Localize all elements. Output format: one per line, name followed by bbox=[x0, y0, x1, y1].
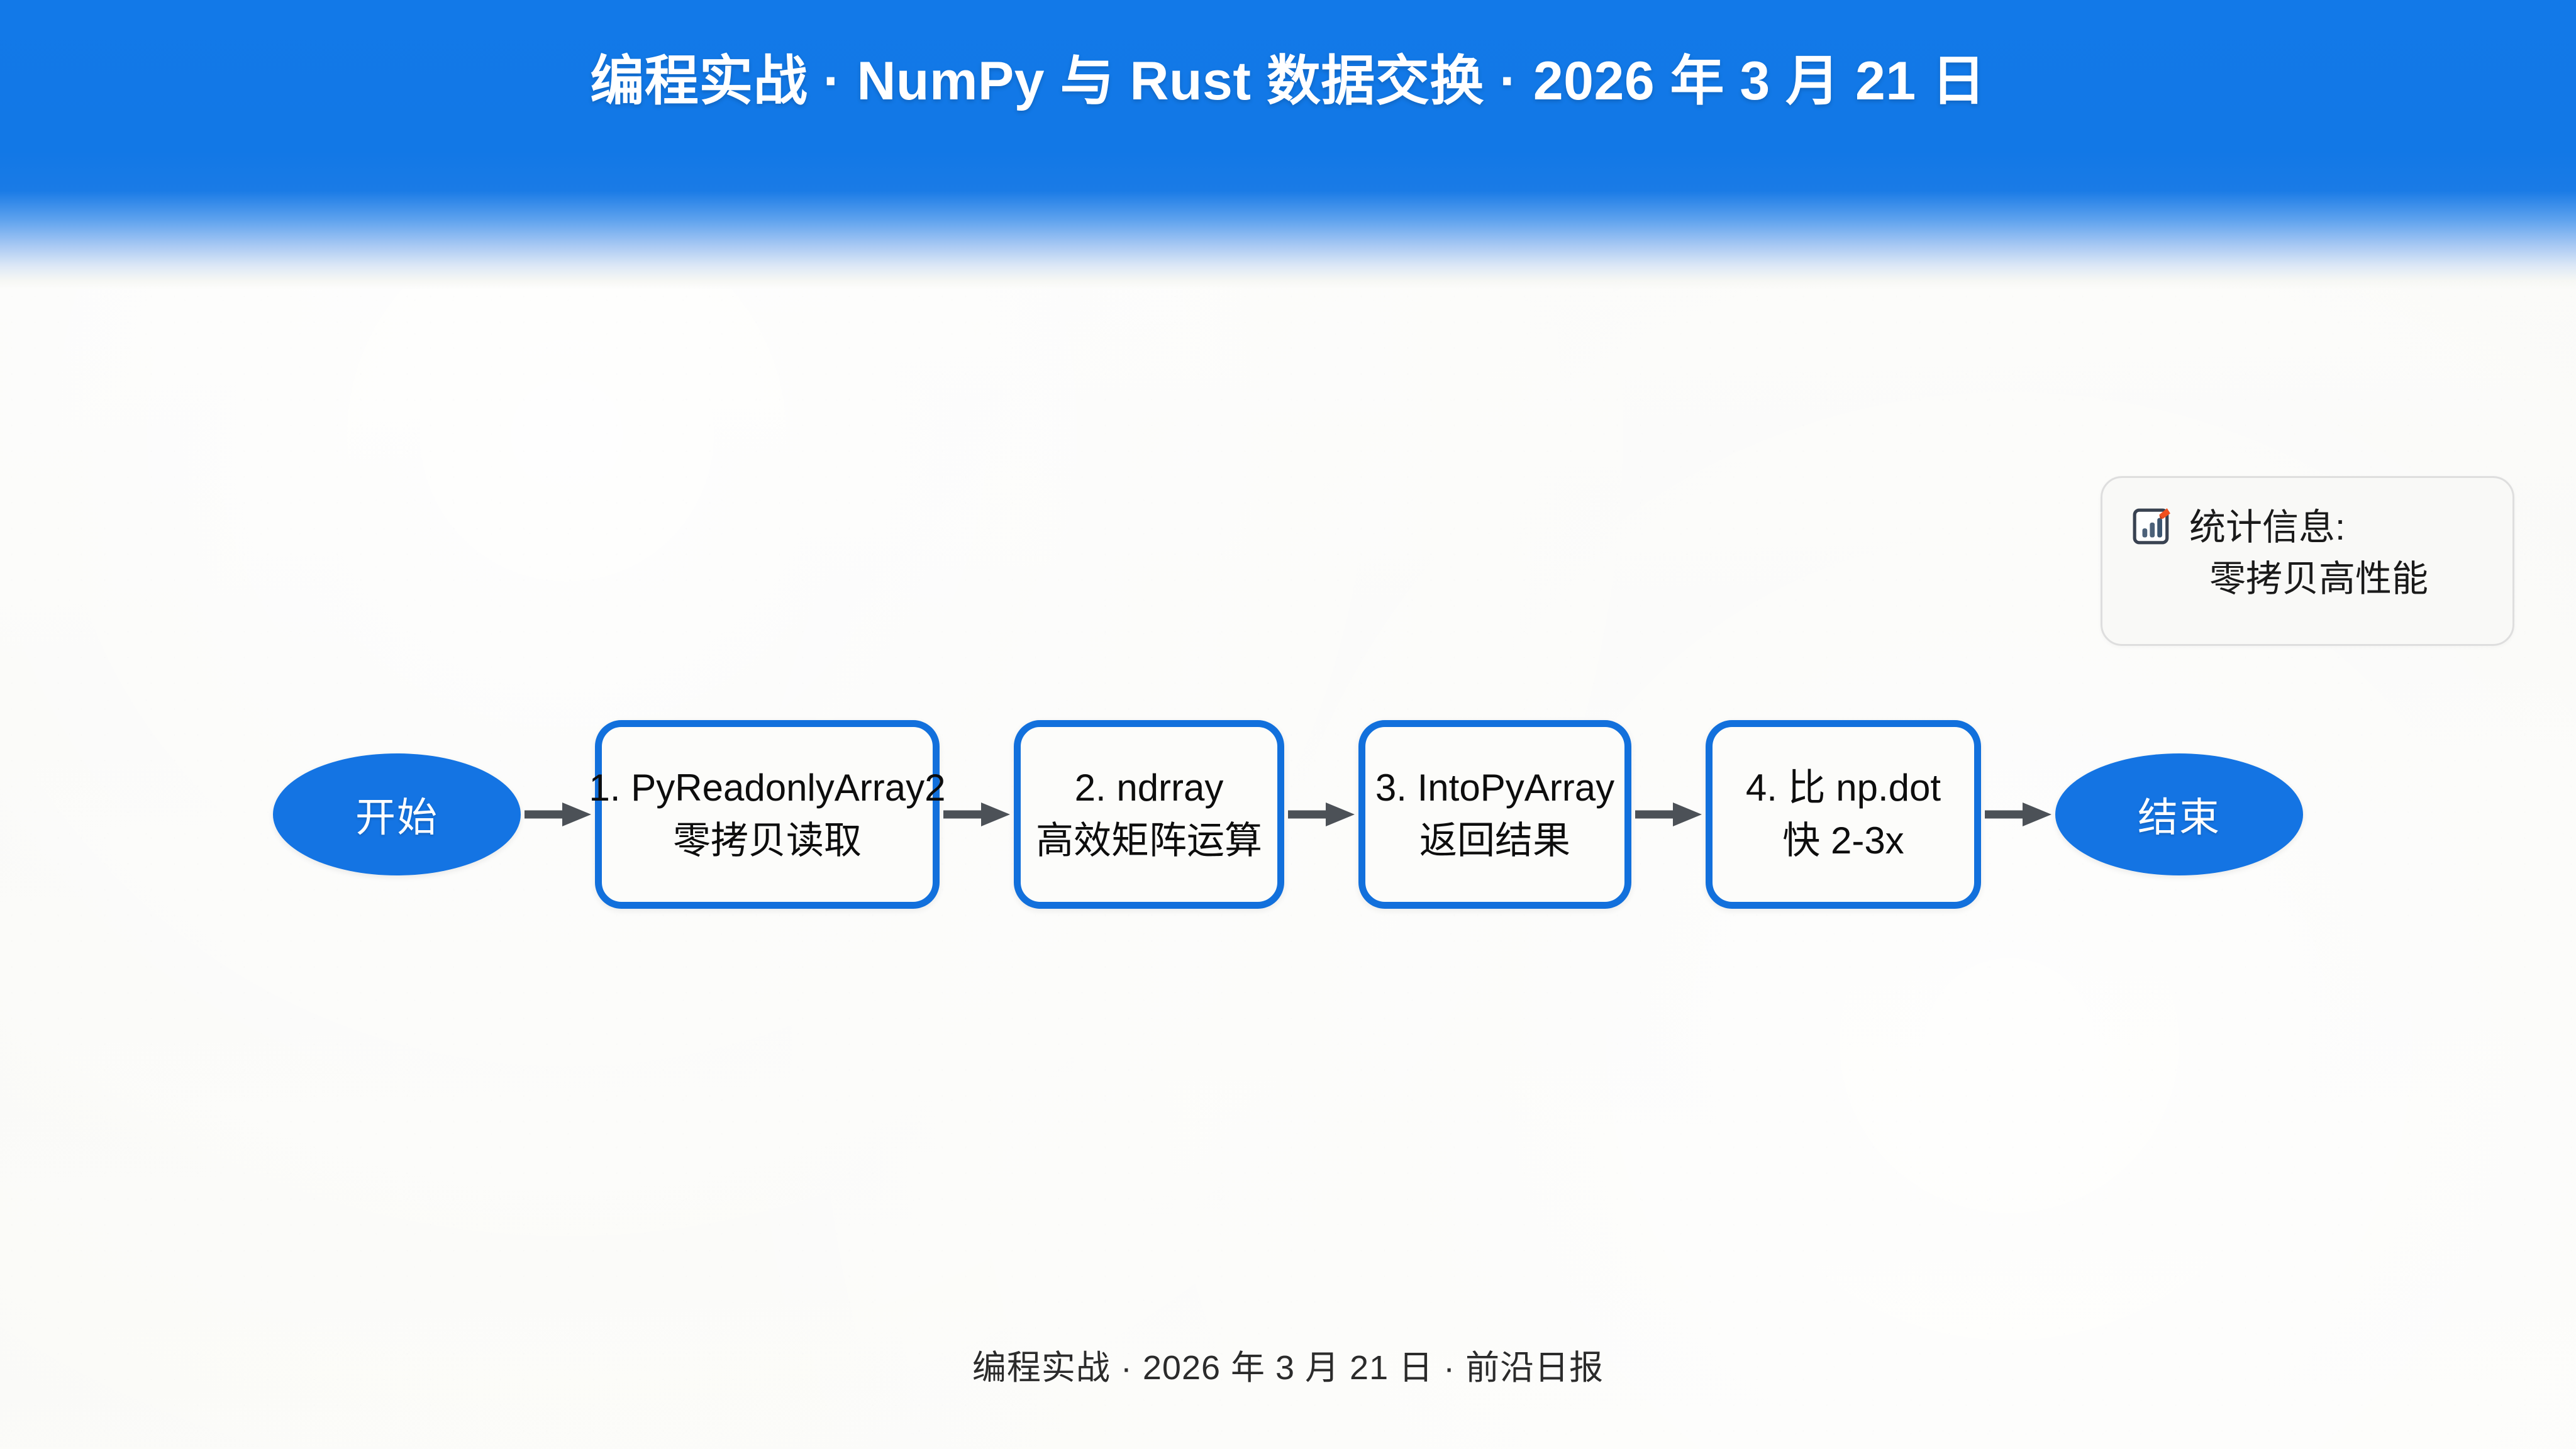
flow-arrow-2 bbox=[943, 802, 1010, 826]
flow-node-step-4-line1: 4. 比 np.dot bbox=[1745, 766, 1941, 809]
flowchart: 开始 1. PyReadonlyArray2 零拷贝读取 2. ndrray 高… bbox=[0, 711, 2576, 918]
page-title: 编程实战 · NumPy 与 Rust 数据交换 · 2026 年 3 月 21… bbox=[590, 50, 1986, 111]
stats-label: 统计信息: bbox=[2189, 507, 2346, 548]
flow-arrow-4 bbox=[1635, 802, 1702, 826]
flow-arrow-5 bbox=[1985, 802, 2051, 826]
flow-node-step-3-line2: 返回结果 bbox=[1419, 819, 1570, 862]
bar-chart-icon bbox=[2133, 508, 2170, 545]
flow-arrow-1 bbox=[525, 802, 591, 826]
flow-node-step-4-line2: 快 2-3x bbox=[1782, 819, 1904, 862]
flow-node-step-2-line2: 高效矩阵运算 bbox=[1036, 819, 1262, 862]
stats-value: 零拷贝高性能 bbox=[2209, 558, 2429, 600]
flow-node-end: 结束 bbox=[2055, 753, 2303, 875]
flow-node-start-label: 开始 bbox=[355, 795, 438, 840]
flow-node-step-2-line1: 2. ndrray bbox=[1074, 766, 1224, 809]
flow-node-step-1-line2: 零拷贝读取 bbox=[673, 819, 862, 862]
flow-node-step-1: 1. PyReadonlyArray2 零拷贝读取 bbox=[589, 720, 945, 909]
stats-info-text: 统计信息: 零拷贝高性能 bbox=[2189, 502, 2428, 606]
flow-node-end-label: 结束 bbox=[2138, 795, 2221, 840]
flow-node-step-1-line1: 1. PyReadonlyArray2 bbox=[589, 766, 946, 809]
flow-node-step-3: 3. IntoPyArray 返回结果 bbox=[1358, 720, 1631, 909]
flow-node-step-4: 4. 比 np.dot 快 2-3x bbox=[1706, 720, 1981, 909]
footer-caption: 编程实战 · 2026 年 3 月 21 日 · 前沿日报 bbox=[972, 1349, 1604, 1387]
flow-node-step-2: 2. ndrray 高效矩阵运算 bbox=[1014, 720, 1284, 909]
flow-node-step-3-line1: 3. IntoPyArray bbox=[1375, 766, 1615, 809]
stats-info-card: 统计信息: 零拷贝高性能 bbox=[2101, 476, 2514, 646]
flow-arrow-3 bbox=[1288, 802, 1355, 826]
flow-node-start: 开始 bbox=[273, 753, 521, 875]
